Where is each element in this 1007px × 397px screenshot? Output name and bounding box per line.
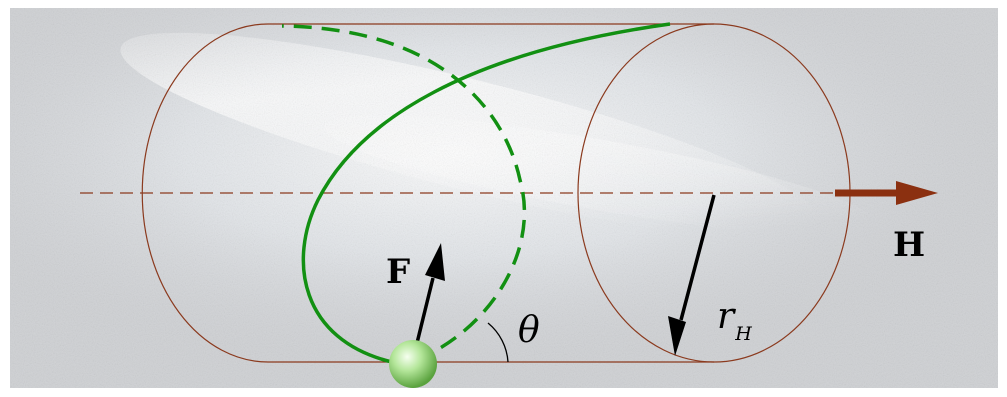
helix-front-solid bbox=[301, 22, 671, 364]
helix-path bbox=[281, 22, 671, 364]
field-vector-arrow bbox=[835, 181, 938, 205]
radius-vector-arrow bbox=[668, 194, 716, 356]
angle-arc bbox=[487, 322, 509, 363]
particle-icon bbox=[389, 340, 437, 388]
radius-symbol: r bbox=[717, 296, 736, 337]
helix-back-dashed bbox=[281, 24, 527, 362]
radius-label: rH bbox=[717, 296, 752, 345]
radius-subscript: H bbox=[734, 323, 752, 345]
force-vector-arrow bbox=[415, 243, 445, 344]
force-label: F bbox=[386, 252, 410, 292]
angle-label: θ bbox=[518, 310, 540, 351]
field-label: H bbox=[893, 225, 925, 265]
